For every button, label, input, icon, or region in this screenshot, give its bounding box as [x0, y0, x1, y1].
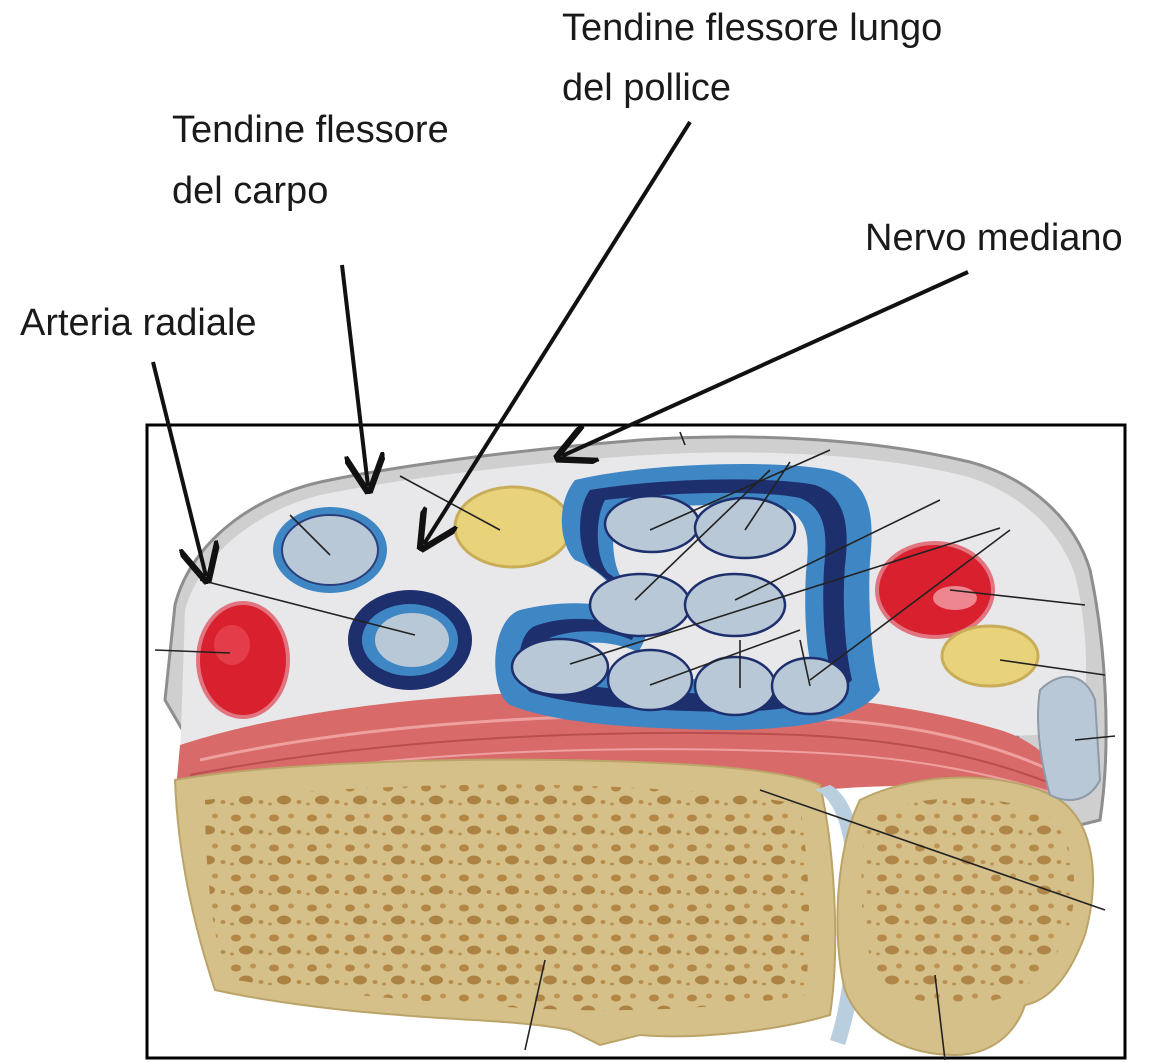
ulnar-artery [877, 543, 993, 637]
arrow-fcr [342, 265, 368, 486]
fds-tendon-1 [605, 496, 699, 552]
label-median-nerve: Nervo mediano [865, 217, 1123, 259]
label-fcr-line1: Tendine flessore [172, 109, 449, 151]
fpl-tendon [375, 613, 449, 667]
label-fpl-line2: del pollice [562, 67, 731, 109]
fcr-tendon [282, 515, 378, 585]
label-fcr-line2: del carpo [172, 170, 328, 212]
fdp-tendon-1 [512, 639, 608, 695]
fdp-tendon-3 [695, 657, 775, 715]
label-fpl-line1: Tendine flessore lungo [562, 7, 942, 49]
label-radial-artery: Arteria radiale [20, 302, 257, 344]
fds-tendon-3 [590, 574, 690, 636]
arrow-median-nerve [562, 272, 968, 456]
median-nerve [455, 487, 571, 567]
fdp-tendon-2 [608, 650, 692, 710]
arrow-radial-artery [153, 362, 206, 576]
ulnar-nerve [942, 626, 1038, 686]
